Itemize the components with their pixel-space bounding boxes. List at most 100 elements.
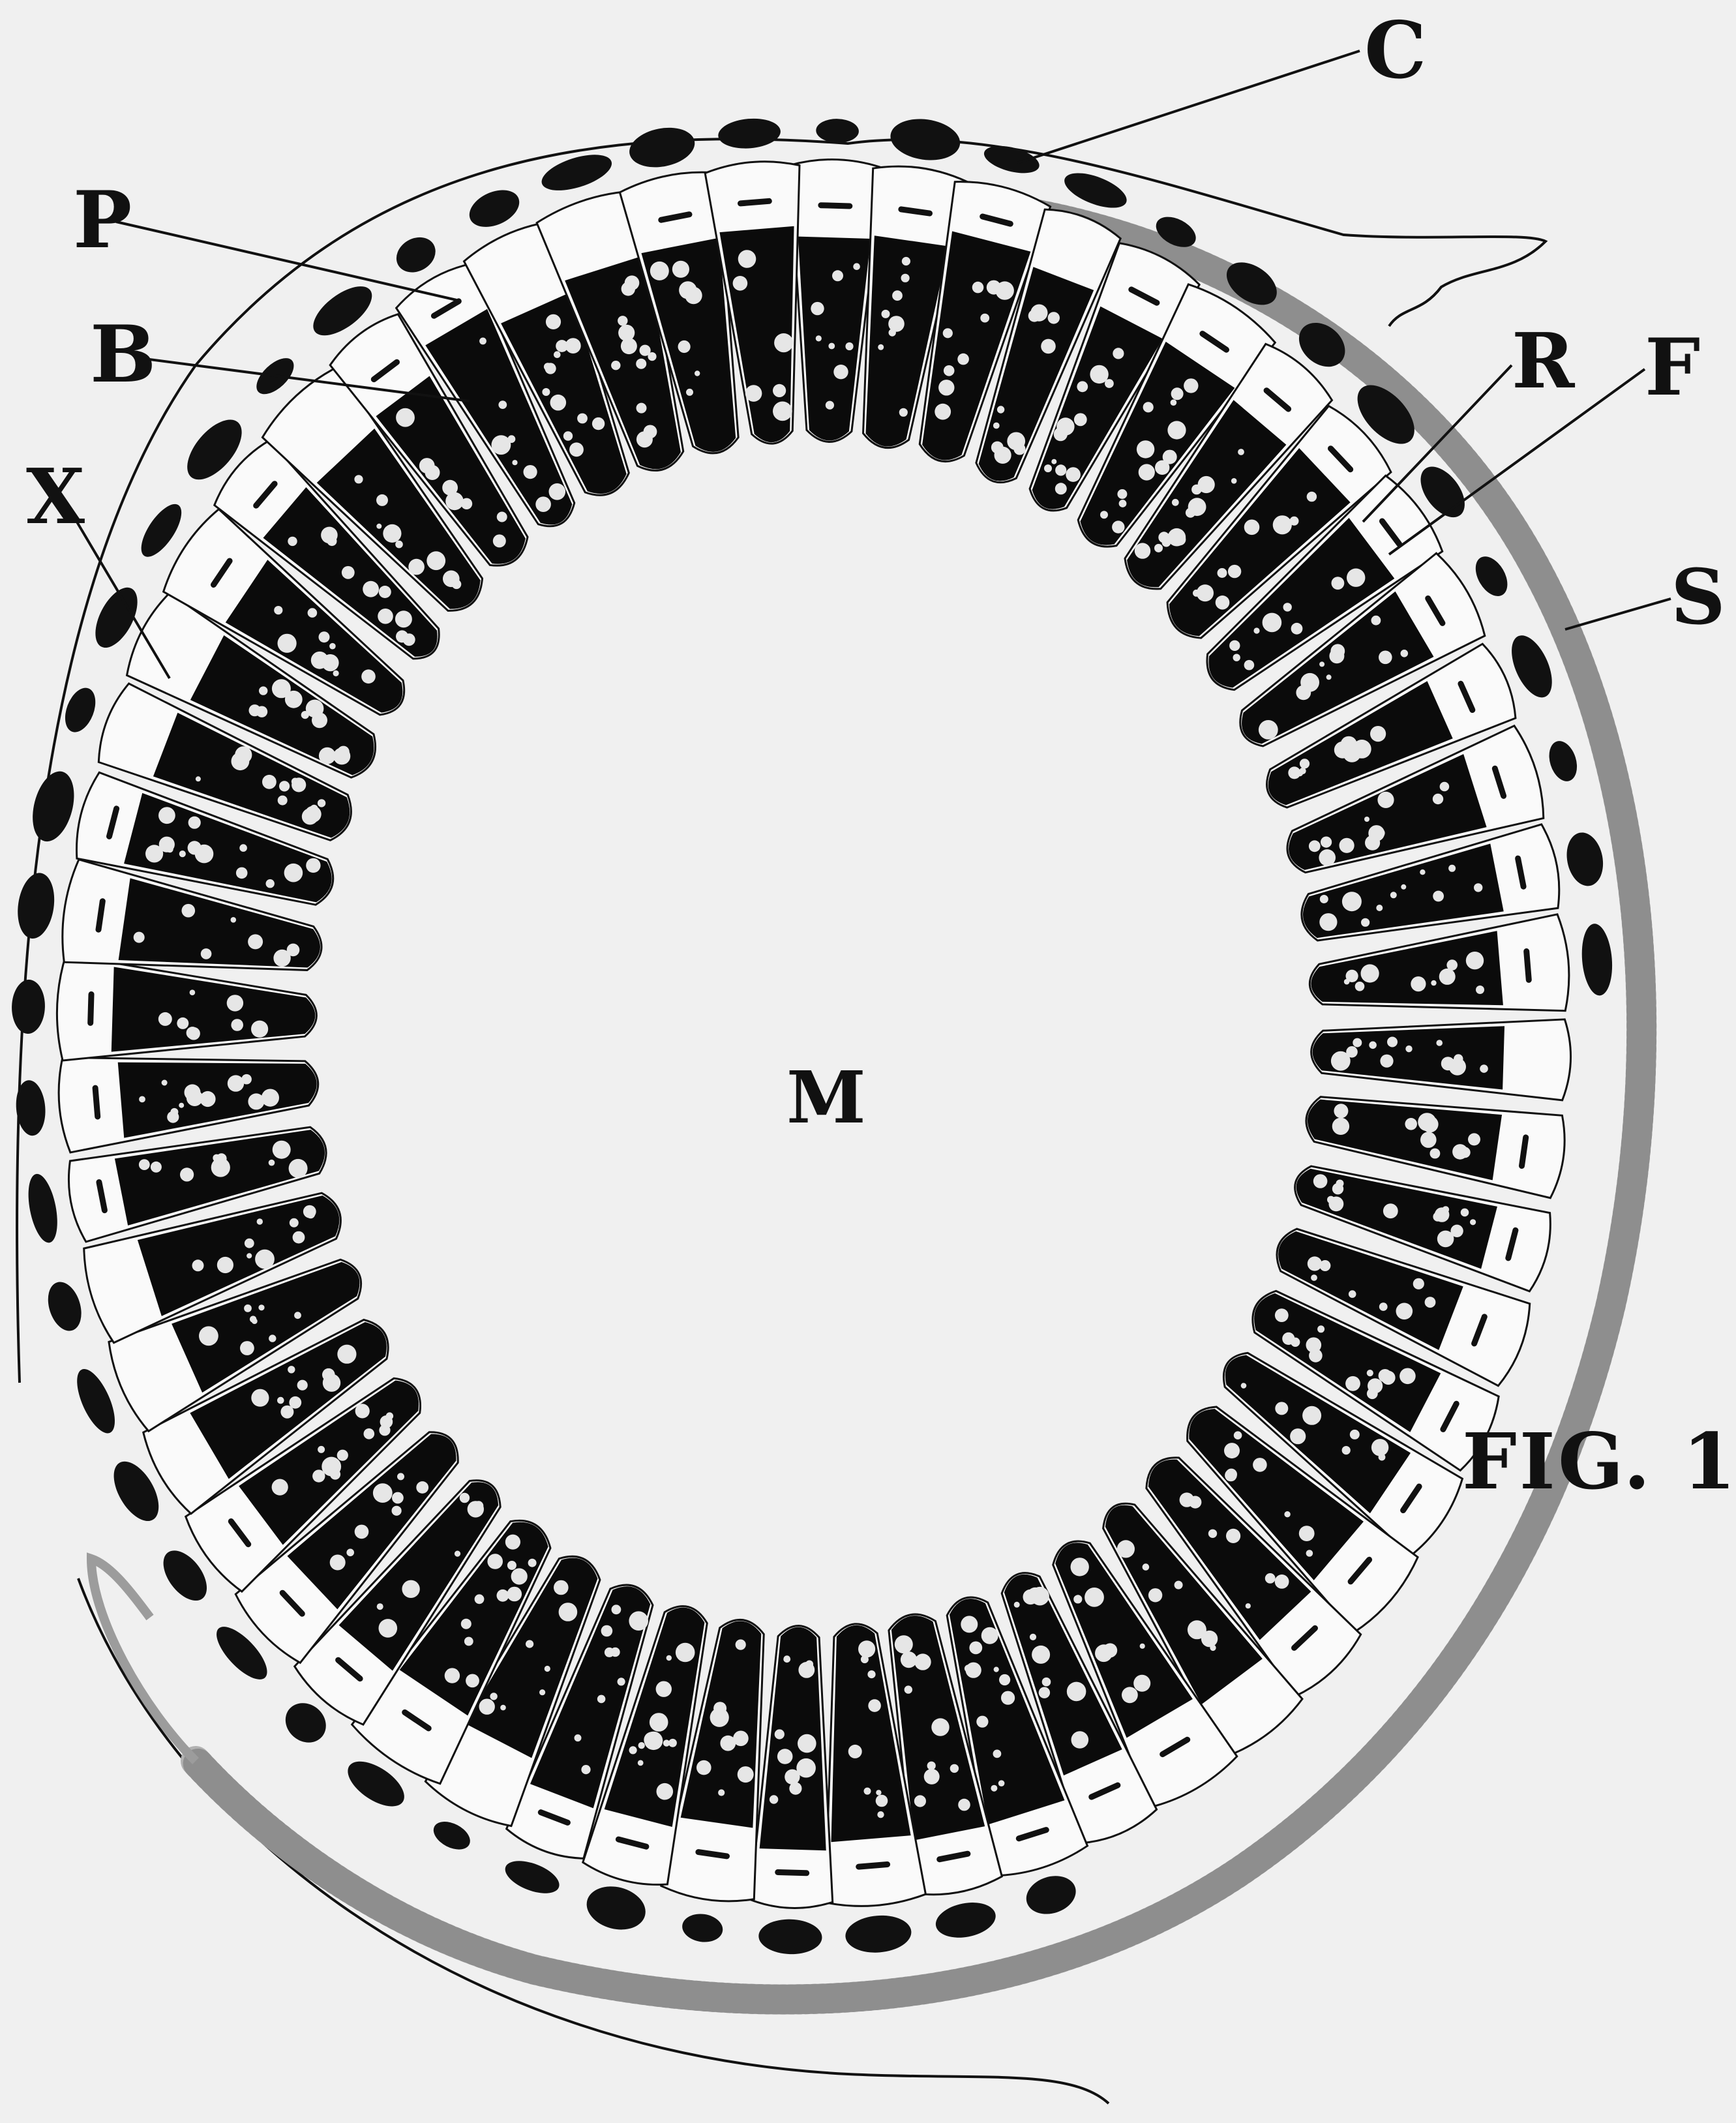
vacuole (524, 465, 537, 479)
vacuole (239, 844, 247, 852)
vacuole (158, 1012, 172, 1026)
vacuole (1420, 869, 1425, 875)
vacuole (1291, 623, 1303, 635)
vacuole (611, 361, 620, 370)
vacuole (1143, 1563, 1150, 1571)
vacuole (290, 1218, 299, 1227)
basal-mark (741, 201, 770, 203)
vacuole (549, 483, 566, 500)
vacuole (1201, 1631, 1218, 1647)
vacuole (914, 1653, 931, 1670)
vacuole (935, 404, 951, 420)
vacuole (1439, 969, 1456, 985)
vacuole (266, 879, 275, 888)
vacuole (736, 1640, 746, 1650)
vacuole (1320, 895, 1328, 903)
vacuole (1319, 661, 1324, 667)
vacuole (1027, 1588, 1043, 1604)
vacuole (981, 1627, 998, 1644)
vacuole (950, 1764, 959, 1773)
vacuole (1290, 517, 1299, 526)
vacuole (479, 1699, 495, 1715)
vacuole (1229, 640, 1240, 651)
vacuole (1339, 841, 1346, 848)
vacuole (640, 345, 651, 356)
vacuole (1422, 1116, 1438, 1132)
vacuole (644, 1732, 663, 1750)
vacuole (1299, 1526, 1315, 1541)
vacuole (1137, 440, 1154, 458)
vacuole (997, 406, 1004, 413)
vacuole (845, 342, 853, 350)
vacuole (1188, 498, 1206, 516)
label-r: R (1512, 324, 1574, 399)
vacuole (905, 1685, 912, 1693)
vacuole (877, 1811, 884, 1818)
vacuole (248, 934, 263, 949)
vacuole (1308, 1256, 1322, 1271)
vacuole (738, 1766, 754, 1783)
vacuole (1307, 492, 1317, 502)
vacuole (545, 1666, 550, 1672)
vacuole (1139, 464, 1155, 480)
vacuole (1326, 674, 1332, 680)
vacuole (231, 917, 237, 923)
vacuole (474, 1501, 484, 1511)
vacuole (657, 1783, 674, 1800)
vacuole (213, 1154, 220, 1162)
vacuole (1171, 387, 1184, 400)
vacuole (612, 1604, 621, 1614)
vacuole (311, 652, 329, 669)
vacuole (1332, 1118, 1349, 1135)
vacuole (1071, 1558, 1089, 1576)
vacuole (679, 281, 696, 299)
vacuole (1470, 1219, 1476, 1225)
vacuole (139, 1096, 145, 1103)
vacuole (1346, 970, 1358, 982)
vacuole (397, 1473, 404, 1480)
vacuole (500, 1705, 506, 1711)
vacuole (455, 1551, 460, 1557)
vacuole (1241, 1383, 1247, 1389)
figure-caption: FIG. 1. (1462, 1423, 1736, 1500)
vacuole (396, 630, 408, 642)
vacuole (1103, 1643, 1117, 1657)
vacuole (294, 1312, 301, 1319)
vacuole (994, 1667, 999, 1672)
vacuole (895, 1635, 913, 1653)
vacuole (1030, 1634, 1036, 1640)
vacuole (1369, 1042, 1377, 1049)
vacuole (1380, 1055, 1393, 1068)
vacuole (1317, 1325, 1324, 1333)
vacuole (1283, 603, 1292, 611)
vacuole (993, 423, 1000, 429)
vacuole (1259, 720, 1278, 740)
basal-mark (901, 209, 930, 213)
vacuole (899, 408, 908, 417)
vacuole (798, 1734, 816, 1753)
vacuole (1042, 1678, 1051, 1687)
vacuole (251, 1021, 268, 1038)
vacuole (1039, 1687, 1050, 1698)
vacuole (190, 989, 196, 995)
vacuole (1379, 1302, 1388, 1311)
vacuole (167, 1111, 179, 1123)
vacuole (999, 1674, 1010, 1685)
vacuole (269, 1334, 276, 1342)
vacuole (293, 1231, 305, 1244)
vacuole (1244, 520, 1260, 535)
vacuole (1347, 569, 1365, 587)
vacuole (241, 1074, 252, 1085)
vacuole (745, 385, 762, 402)
vacuole (888, 316, 905, 332)
vacuole (1328, 1197, 1343, 1212)
vacuole (327, 536, 337, 546)
vacuole (720, 1736, 736, 1751)
vacuole (644, 425, 657, 439)
vacuole (200, 1091, 215, 1107)
vacuole (507, 1587, 522, 1602)
vacuole (901, 1651, 917, 1668)
vacuole (1319, 913, 1337, 931)
vacuole (1218, 568, 1227, 578)
vacuole (1381, 1371, 1396, 1385)
